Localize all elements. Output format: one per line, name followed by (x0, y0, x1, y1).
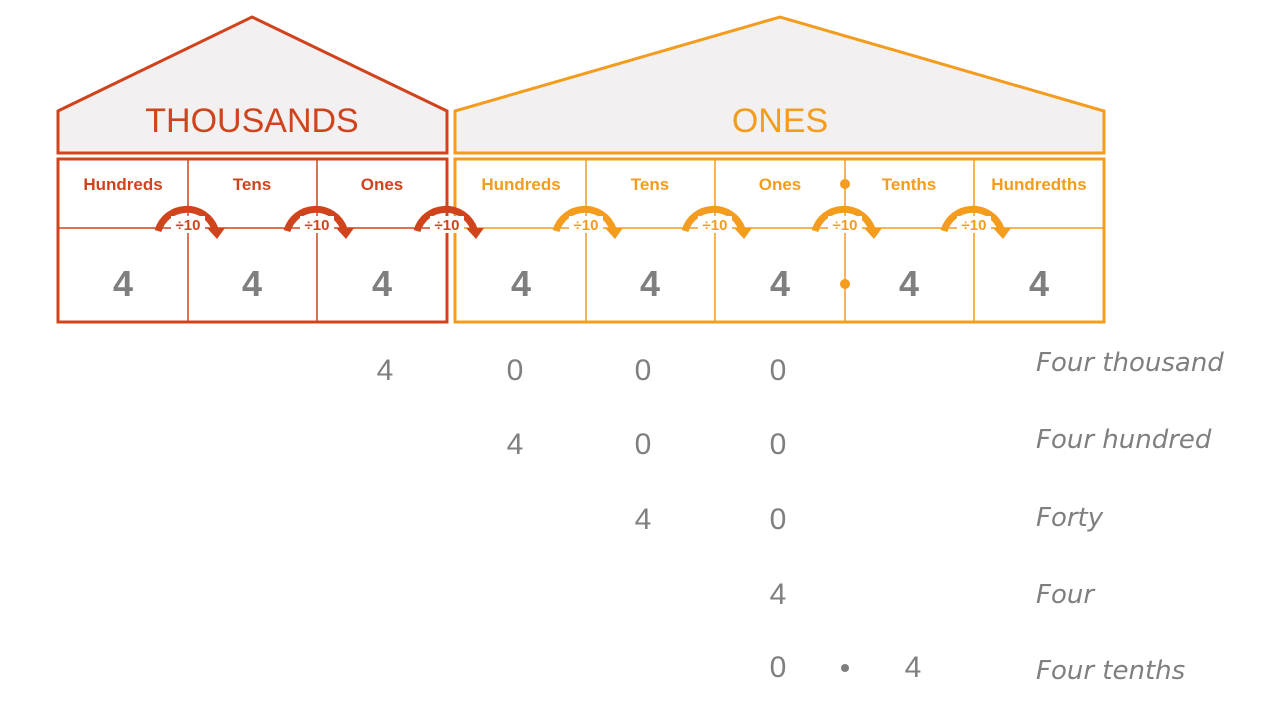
header-thousands-ones: Ones (361, 175, 404, 194)
arrow-arc (681, 205, 746, 233)
thousands-roof (56, 15, 449, 155)
header-thousands-tens: Tens (233, 175, 271, 194)
digit-thousands-tens: 4 (242, 263, 262, 304)
divide-label: ÷10 (703, 217, 728, 234)
row1-digit-ones: 0 (769, 354, 787, 387)
arrow-arc (940, 205, 1005, 233)
digit-ones-hundredths: 4 (1029, 263, 1049, 304)
digit-ones-ones: 4 (770, 263, 790, 304)
divide-by-ten-arrow: ÷10 (681, 205, 752, 239)
thousands-table (56, 157, 449, 324)
row1-digit-tens: 0 (634, 354, 652, 387)
arrow-arc (552, 205, 617, 233)
arrow-head (207, 228, 225, 239)
row3-digit-ones: 0 (769, 503, 787, 536)
header-ones-tenths: Tenths (882, 175, 936, 194)
divide-label: ÷10 (435, 217, 460, 234)
ones-title: ONES (732, 102, 828, 140)
row1-digit-hundreds: 0 (506, 354, 524, 387)
arrow-head (336, 228, 354, 239)
row2-word: Four hundred (1036, 425, 1212, 455)
row1-word: Four thousand (1036, 348, 1224, 378)
divide-label: ÷10 (305, 217, 330, 234)
divide-by-ten-arrow: ÷10 (940, 205, 1011, 239)
divide-by-ten-arrow: ÷10 (154, 205, 225, 239)
row3-word: Forty (1036, 503, 1104, 533)
row5-digit-ones: 0 (769, 651, 787, 684)
header-ones-hundredths: Hundredths (991, 175, 1086, 194)
divide-label: ÷10 (833, 217, 858, 234)
arrow-arc (811, 205, 876, 233)
arrow-head (734, 228, 752, 239)
decimal-point-header (840, 179, 850, 189)
arrow-arc (413, 205, 478, 233)
arrow-arc (283, 205, 348, 233)
divide-by-ten-arrow: ÷10 (283, 205, 354, 239)
header-ones-tens: Tens (631, 175, 669, 194)
divide-label: ÷10 (962, 217, 987, 234)
divide-label: ÷10 (574, 217, 599, 234)
divide-by-ten-arrow: ÷10 (552, 205, 623, 239)
arrow-head (466, 228, 484, 239)
row3-digit-tens: 4 (634, 503, 652, 536)
ones-roof (453, 15, 1106, 155)
ones-table (453, 157, 1106, 324)
decimal-point-digits (840, 279, 850, 289)
row2-digit-ones: 0 (769, 428, 787, 461)
thousands-title: THOUSANDS (145, 102, 358, 140)
digit-thousands-ones: 4 (372, 263, 392, 304)
digit-ones-hundreds: 4 (511, 263, 531, 304)
divide-by-ten-arrow: ÷10 (413, 205, 484, 239)
row4-digit-ones: 4 (769, 578, 787, 611)
arrow-head (993, 228, 1011, 239)
arrow-arc (154, 205, 219, 233)
row2-digit-tens: 0 (634, 428, 652, 461)
digit-thousands-hundreds: 4 (113, 263, 133, 304)
row5-word: Four tenths (1036, 656, 1186, 686)
digit-ones-tens: 4 (640, 263, 660, 304)
row1-digit-thousands: 4 (376, 354, 394, 387)
header-ones-ones: Ones (759, 175, 802, 194)
header-ones-hundreds: Hundreds (481, 175, 560, 194)
divide-by-ten-arrow: ÷10 (811, 205, 882, 239)
header-thousands-hundreds: Hundreds (83, 175, 162, 194)
row5-digit-tenths: 4 (904, 651, 922, 684)
arrow-head (605, 228, 623, 239)
digit-ones-tenths: 4 (899, 263, 919, 304)
row4-word: Four (1036, 580, 1095, 610)
arrow-head (864, 228, 882, 239)
row2-digit-hundreds: 4 (506, 428, 524, 461)
divide-label: ÷10 (176, 217, 201, 234)
row5-decimal-point (841, 664, 849, 672)
